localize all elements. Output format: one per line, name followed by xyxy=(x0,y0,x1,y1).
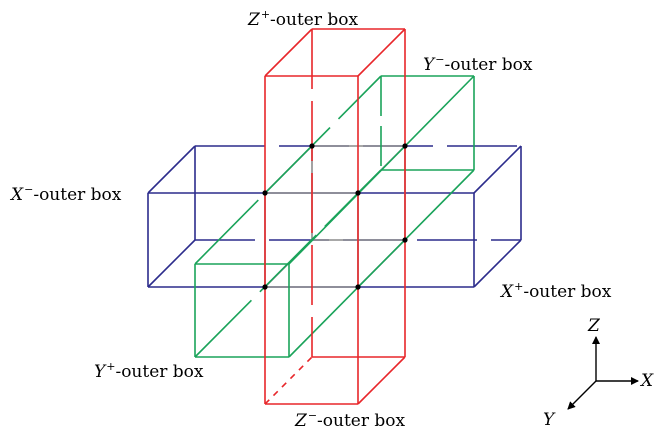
x-minus-outer-box-label: X−-outer box xyxy=(11,183,122,205)
y-minus-outer-box-label: Y−-outer box xyxy=(423,53,533,75)
vertex-dot xyxy=(309,143,315,149)
inner-box-vertices xyxy=(262,143,408,290)
x-axis-label: X xyxy=(641,371,654,391)
z-outer-box xyxy=(264,28,406,405)
z-plus-outer-box-label: Z+-outer box xyxy=(248,8,359,30)
vertex-dot xyxy=(355,190,361,196)
vertex-dot xyxy=(262,284,268,290)
vertex-dot xyxy=(355,284,361,290)
z-minus-outer-box-label: Z−-outer box xyxy=(295,409,406,431)
y-axis-label: Y xyxy=(543,410,555,430)
vertex-dot xyxy=(402,237,408,243)
x-plus-outer-box-label: X+-outer box xyxy=(501,280,612,302)
vertex-dot xyxy=(402,143,408,149)
y-axis-arrow xyxy=(567,380,597,410)
vertex-dot xyxy=(262,190,268,196)
y-plus-outer-box-label: Y+-outer box xyxy=(94,360,204,382)
axes-indicator xyxy=(567,336,639,410)
z-axis-label: Z xyxy=(588,316,600,336)
y-outer-box xyxy=(194,75,475,358)
